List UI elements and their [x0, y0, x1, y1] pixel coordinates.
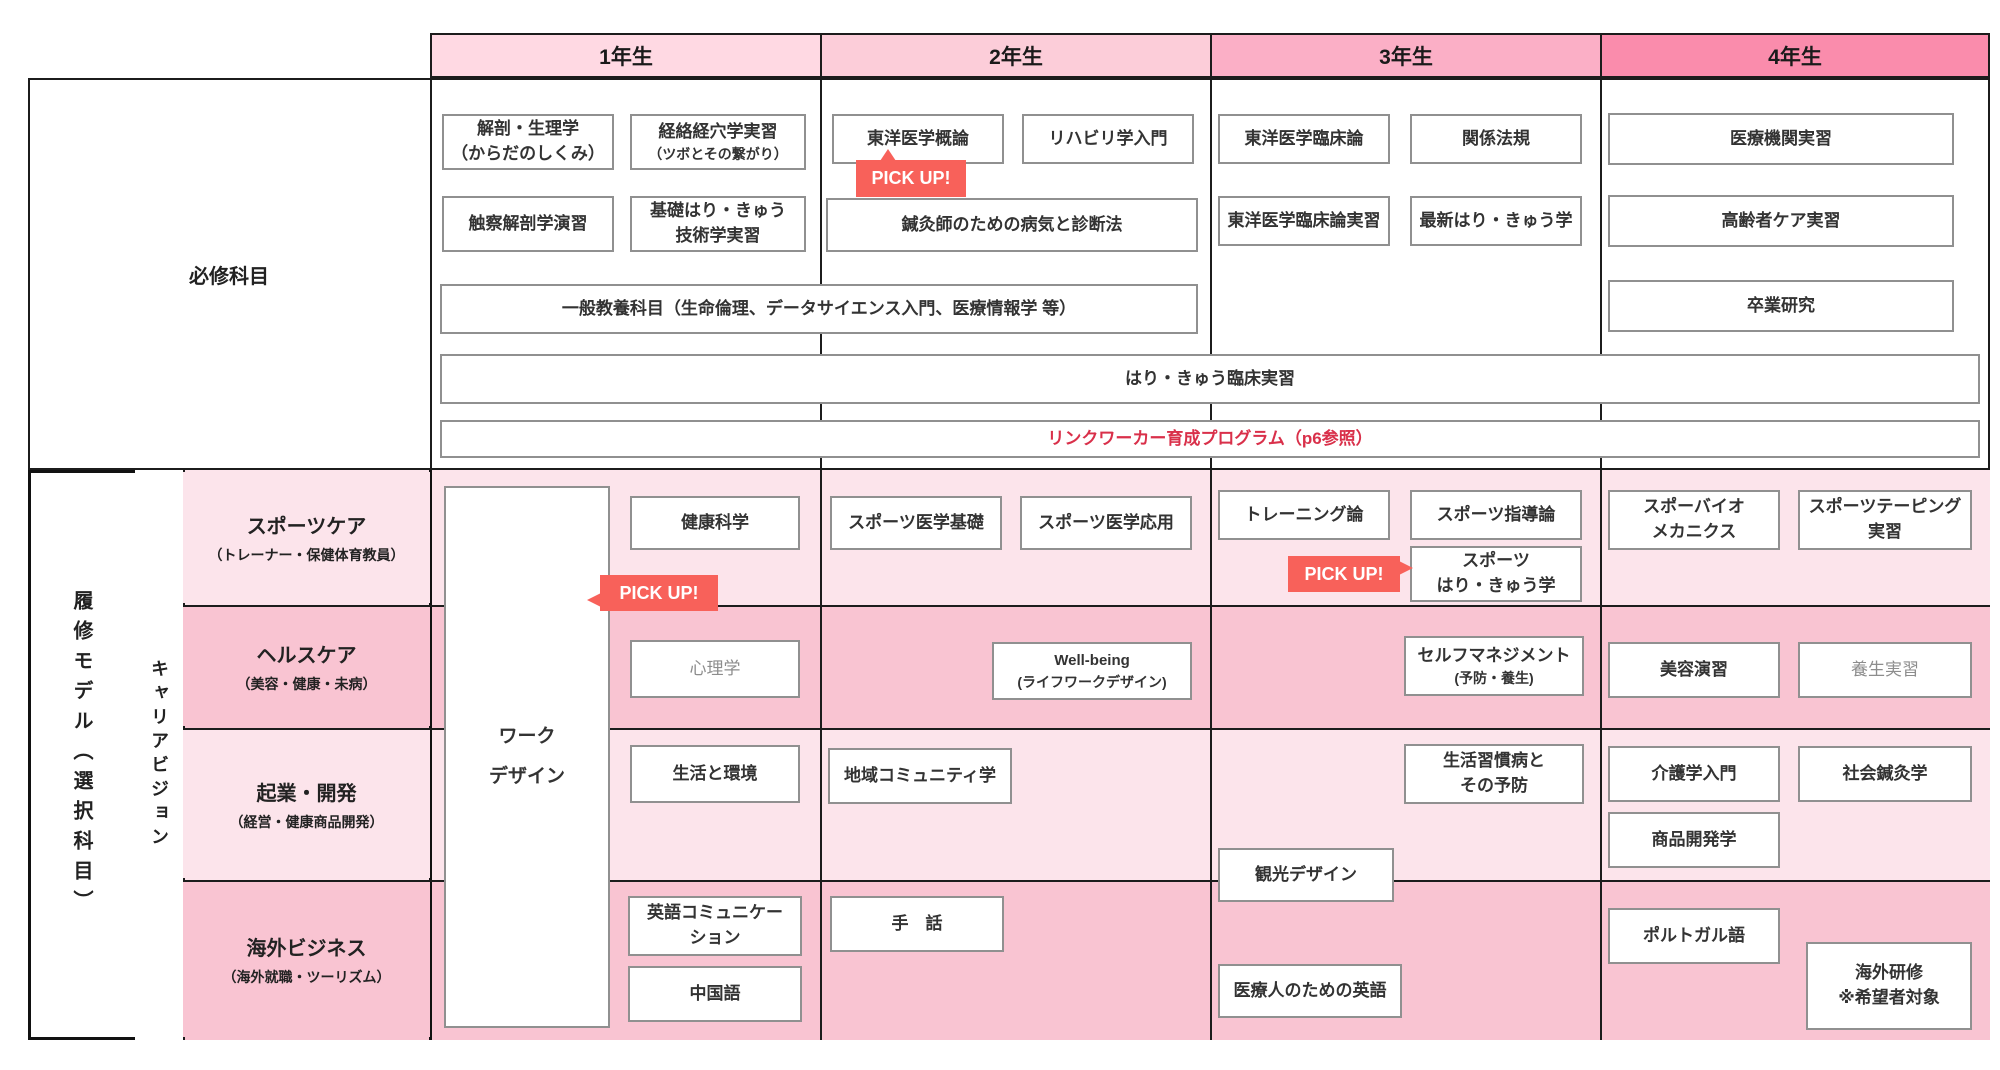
course-box-keiraku: 経絡経穴学実習 （ツボとその繋がり）: [630, 114, 806, 170]
year-header-2: 2年生: [820, 33, 1212, 78]
course-box-training-ron: トレーニング論: [1218, 490, 1390, 540]
course-box-biyo-enshu: 美容演習: [1608, 642, 1780, 698]
course-box-self-management: セルフマネジメント (予防・養生): [1404, 636, 1584, 696]
pickup-badge-toyo-gairon: PICK UP!: [856, 149, 966, 197]
course-box-rehab: リハビリ学入門: [1022, 114, 1194, 164]
course-box-shinrigaku: 心理学: [630, 640, 800, 698]
course-box-shohin-kaihatsu: 商品開発学: [1608, 812, 1780, 868]
year-header-1: 1年生: [430, 33, 822, 78]
course-box-rinsho-jisshu: はり・きゅう臨床実習: [440, 354, 1980, 404]
course-box-seikatsu-kankyo: 生活と環境: [630, 745, 800, 803]
career-sportscare: スポーツケア （トレーナー・保健体育教員）: [183, 472, 430, 603]
career-vision-label: キャリアビジョン: [135, 470, 183, 1040]
course-box-sports-igaku-oyo: スポーツ医学応用: [1020, 496, 1192, 550]
badge-tail-icon: [1399, 561, 1413, 575]
divider: [820, 78, 822, 470]
course-box-sports-hari: スポーツ はり・きゅう学: [1410, 546, 1582, 602]
course-box-kenko-kagaku: 健康科学: [630, 496, 800, 550]
divider: [429, 470, 432, 1040]
course-box-kanko-design: 観光デザイン: [1218, 848, 1394, 902]
pickup-badge-work-design: PICK UP!: [587, 575, 718, 611]
course-box-sport-biomech: スポーバイオ メカニクス: [1608, 490, 1780, 550]
row-divider: [183, 880, 1990, 882]
model-section-label: 履修モデル（選択科目）: [70, 590, 92, 920]
course-box-seikatsu-shukan: 生活習慣病と その予防: [1404, 744, 1584, 804]
divider: [1210, 78, 1212, 470]
divider: [1600, 470, 1602, 1040]
course-box-toyo-gairon: 東洋医学概論: [832, 114, 1004, 164]
course-box-byoki-shindan: 鍼灸師のための病気と診断法: [826, 198, 1198, 252]
course-box-kaigai-kenshu: 海外研修 ※希望者対象: [1806, 942, 1972, 1030]
course-box-sports-igaku-kiso: スポーツ医学基礎: [830, 496, 1002, 550]
course-box-saishin-hari: 最新はり・きゅう学: [1410, 196, 1582, 246]
course-box-link-worker: リンクワーカー育成プログラム（p6参照）: [440, 420, 1980, 458]
course-box-work-design: ワーク デザイン: [444, 486, 610, 1028]
course-box-toyo-rinsho: 東洋医学臨床論: [1218, 114, 1390, 164]
course-box-toyo-rinsho-jisshu: 東洋医学臨床論実習: [1218, 196, 1390, 246]
course-box-wellbeing: Well-being (ライフワークデザイン): [992, 642, 1192, 700]
divider: [1600, 78, 1602, 470]
required-section-label: 必修科目: [189, 265, 269, 288]
course-box-iryojin-eigo: 医療人のための英語: [1218, 964, 1402, 1018]
course-box-kiso-hari: 基礎はり・きゅう 技術学実習: [630, 196, 806, 252]
row-divider: [183, 605, 1990, 607]
course-box-sports-shido: スポーツ指導論: [1410, 490, 1582, 540]
course-box-anatomy: 解剖・生理学 （からだのしくみ）: [442, 114, 614, 170]
course-box-ippan-kyoyo: 一般教養科目（生命倫理、データサイエンス入門、医療情報学 等）: [440, 284, 1198, 334]
course-box-portuguese: ポルトガル語: [1608, 908, 1780, 964]
course-box-shakai-shinkyu: 社会鍼灸学: [1798, 746, 1972, 802]
badge-tail-icon: [880, 149, 896, 161]
course-box-shokusatsu: 触察解剖学演習: [442, 196, 614, 252]
career-healthcare: ヘルスケア （美容・健康・未病）: [183, 607, 430, 726]
row-divider: [183, 728, 1990, 730]
course-box-eigo-comm: 英語コミュニケー ション: [628, 896, 802, 956]
career-overseas: 海外ビジネス （海外就職・ツーリズム）: [183, 882, 430, 1037]
divider: [820, 470, 822, 1040]
badge-tail-icon: [587, 593, 601, 607]
year-header-3: 3年生: [1210, 33, 1602, 78]
course-box-shuwa: 手 話: [830, 896, 1004, 952]
course-box-kaigo: 介護学入門: [1608, 746, 1780, 802]
course-box-taping: スポーツテーピング 実習: [1798, 490, 1972, 550]
pickup-badge-sports-hari: PICK UP!: [1288, 556, 1413, 592]
course-box-korei-care: 高齢者ケア実習: [1608, 195, 1954, 247]
course-box-chugokugo: 中国語: [628, 966, 802, 1022]
year-header-4: 4年生: [1600, 33, 1990, 78]
course-box-sotsugyo: 卒業研究: [1608, 280, 1954, 332]
course-box-chiiki-comm: 地域コミュニティ学: [828, 748, 1012, 804]
course-box-kankei-hoki: 関係法規: [1410, 114, 1582, 164]
course-box-yojo-jisshu: 養生実習: [1798, 642, 1972, 698]
career-startup: 起業・開発 （経営・健康商品開発）: [183, 730, 430, 878]
divider: [1210, 470, 1212, 1040]
divider: [430, 78, 432, 470]
course-box-iryo-kikan: 医療機関実習: [1608, 113, 1954, 165]
